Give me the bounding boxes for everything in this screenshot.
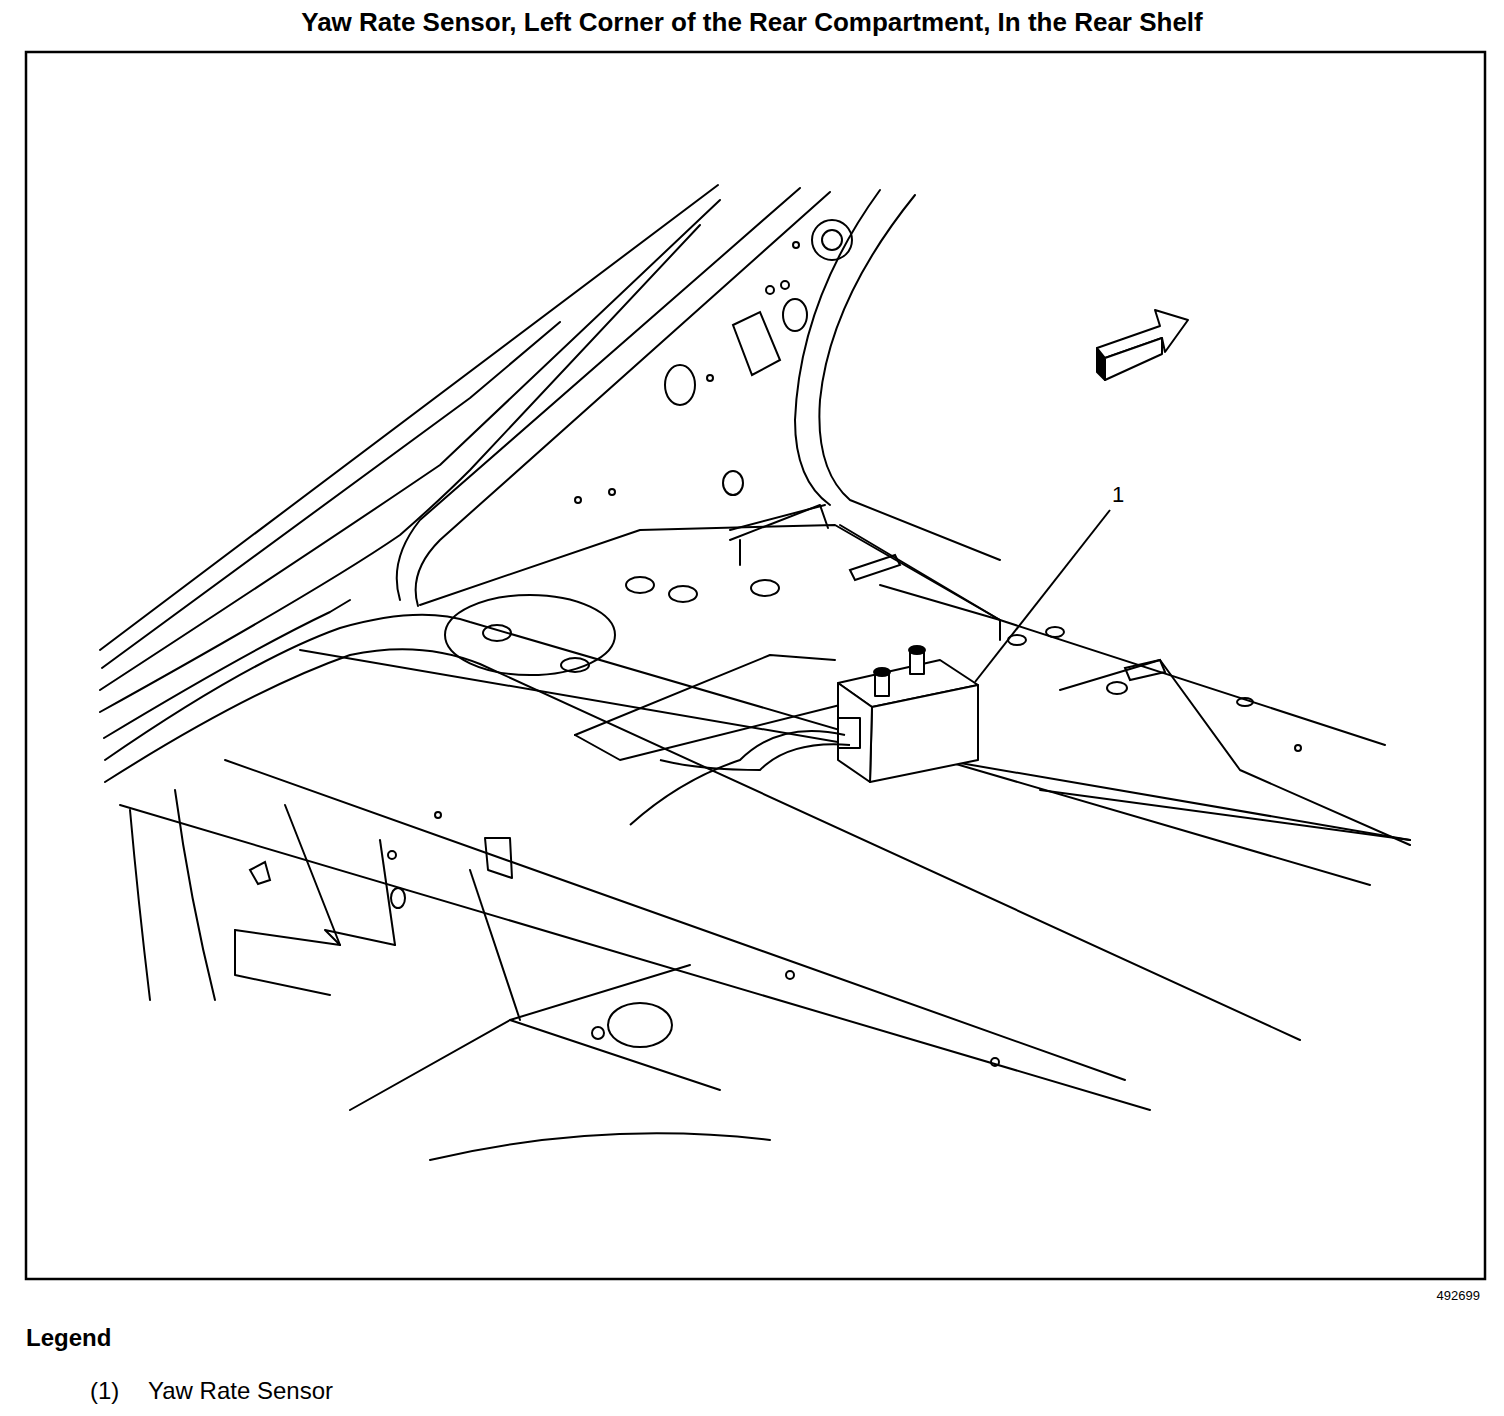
holes-part (1125, 660, 1165, 680)
holes-part (445, 595, 615, 675)
holes-part (608, 1003, 672, 1047)
figure-title: Yaw Rate Sensor, Left Corner of the Rear… (0, 8, 1504, 38)
yaw-rate-sensor-part (870, 685, 978, 782)
holes-part (822, 230, 842, 250)
holes-part (733, 312, 780, 375)
body-structure-part (100, 200, 720, 690)
body-structure-part (397, 188, 800, 600)
direction-arrow-part (1105, 338, 1162, 380)
holes-part (781, 281, 789, 289)
body-structure-part (880, 585, 1000, 640)
body-structure-part (510, 1020, 720, 1090)
body-structure-part (100, 225, 700, 712)
yaw-rate-sensor-part (874, 668, 890, 676)
body-structure-part (225, 760, 1125, 1080)
holes-part (592, 1027, 604, 1039)
body-structure-part (235, 930, 330, 995)
holes (250, 220, 1301, 1066)
holes-part (751, 580, 779, 596)
holes-part (1237, 698, 1253, 706)
body-structure-part (730, 505, 825, 530)
holes-part (766, 286, 774, 294)
body-structure-part (819, 195, 1000, 560)
body-structure-part (840, 525, 1000, 620)
holes-part (250, 862, 270, 884)
holes-part (575, 497, 581, 503)
callout-number: 1 (1112, 482, 1124, 507)
holes-part (665, 365, 695, 405)
holes-part (793, 242, 799, 248)
body-structure-part (416, 192, 830, 606)
holes-part (850, 555, 900, 580)
body-structure-part (485, 838, 512, 878)
body-structure-part (105, 615, 1370, 885)
body-structure-part (175, 790, 215, 1000)
body-structure-part (575, 700, 860, 760)
yaw-rate-sensor (630, 646, 978, 825)
holes-part (707, 375, 713, 381)
body-structure-part (430, 1133, 770, 1160)
holes-part (388, 851, 396, 859)
figure-number: 492699 (1437, 1289, 1480, 1304)
holes-part (391, 888, 405, 908)
holes-part (669, 586, 697, 602)
body-structure-part (105, 649, 1300, 1040)
body-structure-part (739, 540, 741, 565)
holes-part (991, 1058, 999, 1066)
frame-border (26, 52, 1485, 1279)
body-structure-part (575, 655, 835, 735)
body-structure-part (130, 810, 150, 1000)
holes-part (723, 471, 743, 495)
body-structure-part (235, 930, 395, 945)
holes-part (483, 625, 511, 641)
yaw-rate-sensor-part (660, 744, 850, 770)
body-structure-part (470, 870, 520, 1020)
leader-line (975, 510, 1110, 682)
body-structure-part (795, 190, 880, 505)
holes-part (786, 971, 794, 979)
holes-part (626, 577, 654, 593)
body-structure-part (730, 505, 828, 540)
yaw-rate-sensor-part (838, 683, 872, 782)
legend-heading: Legend (26, 1324, 111, 1352)
holes-part (1295, 745, 1301, 751)
direction-arrow (1097, 310, 1188, 380)
holes-part (1107, 682, 1127, 694)
body-structure-part (285, 805, 340, 945)
holes-part (783, 299, 807, 331)
holes-part (435, 812, 441, 818)
legend-entry: Yaw Rate Sensor (148, 1377, 333, 1405)
holes-part (609, 489, 615, 495)
body-structure-part (350, 965, 690, 1110)
body-structure-part (1060, 660, 1410, 845)
body-structure-part (300, 650, 1410, 840)
body-structure (100, 185, 1410, 1160)
body-structure-part (100, 185, 718, 650)
holes-part (812, 220, 852, 260)
body-structure-part (120, 805, 1150, 1110)
legend-callout: (1) (90, 1377, 119, 1405)
yaw-rate-sensor-part (909, 646, 925, 654)
body-structure-part (1040, 790, 1410, 840)
holes-part (1046, 627, 1064, 637)
holes-part (561, 658, 589, 672)
